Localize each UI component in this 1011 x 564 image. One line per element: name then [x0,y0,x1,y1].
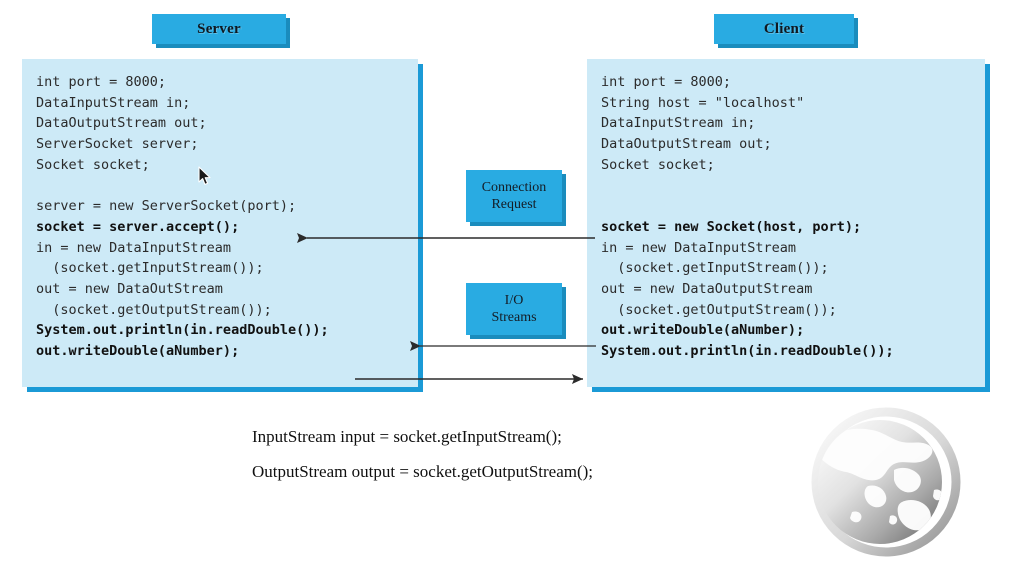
server-code-line-11: (socket.getOutputStream()); [36,301,272,318]
connection-request-line1: Connection [481,180,547,195]
server-code-panel: int port = 8000; DataInputStream in; DataO… [22,59,418,387]
server-code-line-2: DataOutputStream out; [36,115,207,132]
client-code-line-8: in = new DataInputStream [601,239,797,256]
connection-request-line2: Request [491,197,537,212]
mouse-cursor-icon [198,166,211,185]
io-streams-box: I/O Streams [466,283,562,335]
server-header-label: Server [197,20,241,37]
client-code-line-3: DataOutputStream out; [601,136,772,153]
client-code-line-5 [601,175,985,196]
server-code-line-7: socket = server.accept(); [36,218,240,235]
server-code-line-3: ServerSocket server; [36,136,199,153]
server-code-line-4: Socket socket; [36,156,150,173]
server-code-line-6: server = new ServerSocket(port); [36,198,297,215]
client-code-line-10: out = new DataOutputStream [601,280,813,297]
server-code-line-8: in = new DataInputStream [36,239,232,256]
client-code-line-2: DataInputStream in; [601,115,756,132]
client-header-box: Client [714,14,854,44]
client-code-line-0: int port = 8000; [601,74,732,90]
io-streams-line2: Streams [491,310,537,325]
io-streams-line1: I/O [504,293,524,308]
server-header-box: Server [152,14,286,44]
client-code-line-4: Socket socket; [601,156,715,173]
caption-input-stream: InputStream input = socket.getInputStrea… [252,427,562,446]
client-code-line-9: (socket.getInputStream()); [601,260,829,277]
server-code-line-10: out = new DataOutStream [36,280,223,297]
server-code-line-1: DataInputStream in; [36,94,191,111]
server-code-line-0: int port = 8000; [36,74,167,90]
client-header-label: Client [763,20,805,37]
client-code-line-7: socket = new Socket(host, port); [601,218,862,235]
server-code-line-5 [36,175,418,196]
caption-output-stream: OutputStream output = socket.getOutputSt… [252,462,594,481]
client-code-line-6 [601,196,985,217]
server-code-line-13: out.writeDouble(aNumber); [36,342,240,359]
client-code-line-1: String host = "localhost" [601,94,805,111]
server-code-line-12: System.out.println(in.readDouble()); [36,322,329,339]
server-code-block: int port = 8000; DataInputStream in; DataO… [22,72,418,362]
client-code-line-11: (socket.getOutputStream()); [601,301,837,318]
client-code-line-12: out.writeDouble(aNumber); [601,322,805,339]
client-code-block: int port = 8000; String host = "localhost… [587,72,985,362]
client-code-panel: int port = 8000; String host = "localhost… [587,59,985,387]
connection-request-box: Connection Request [466,170,562,222]
server-code-line-9: (socket.getInputStream()); [36,260,264,277]
globe-icon [811,407,961,557]
client-code-line-13: System.out.println(in.readDouble()); [601,342,894,359]
